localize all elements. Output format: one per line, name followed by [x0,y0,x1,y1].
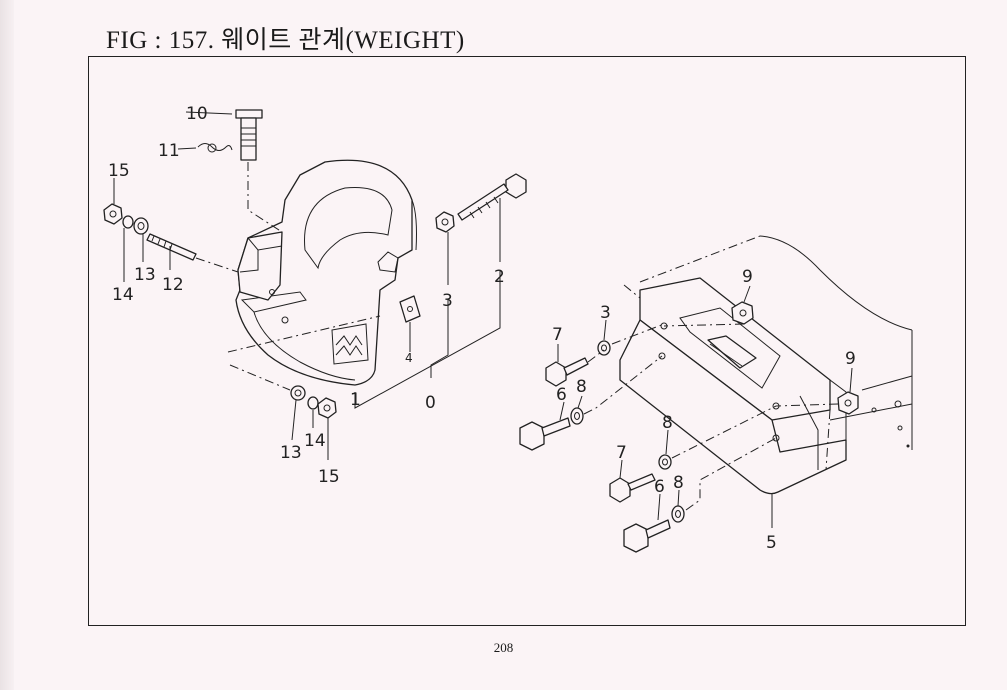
nut-part-15-lower [317,397,337,419]
callout-7-upper: 7 [552,325,563,345]
page-binding-edge [0,0,14,690]
page-number: 208 [493,640,514,655]
bolt-part-10 [235,109,283,233]
washer-part-3-upper [435,211,455,233]
axis-line-nut-9-upper [663,323,745,327]
callout-12: 12 [162,275,184,295]
bolt-part-7-lower [609,473,656,503]
callout-6-upper: 6 [556,385,567,405]
callout-8-upper: 8 [576,377,587,397]
washer-part-14-left [122,215,134,229]
washer-part-8-middle [658,454,672,470]
axis-line-lower-studs [229,364,291,391]
callout-15-lower: 15 [318,467,340,487]
leader-part-6-upper [559,401,565,421]
callout-9-lower: 9 [845,349,856,369]
callout-3-upper: 3 [442,291,453,311]
washer-part-11 [197,143,233,153]
axis-line-nut-9-lower [775,403,839,407]
plate-part-4 [399,295,421,323]
callout-7-lower: 7 [616,443,627,463]
machine-bed-outline [639,235,913,450]
stud-bolt-part-12 [146,233,239,273]
callout-1: 1 [350,390,361,410]
leader-part-11 [177,147,197,150]
leader-part-7-lower [619,459,623,479]
leader-part-0 [430,300,449,378]
axis-line-bolt-7-upper [587,323,665,363]
axis-line-bolt-6-upper [583,355,663,415]
callout-6-lower: 6 [654,477,665,497]
washer-part-13-left [133,217,149,235]
leader-part-3-right [603,319,607,341]
leader-part-9-upper [743,285,751,303]
callout-0: 0 [425,393,436,413]
callout-3-right: 3 [600,303,611,323]
axis-line-bolt-7-lower [671,405,777,459]
callout-11: 11 [158,141,180,161]
leader-part-13-lower [291,399,297,441]
leader-part-6-lower [657,493,661,521]
callout-10: 10 [186,104,208,124]
washer-part-13-lower [290,385,306,401]
callout-8-lower: 8 [673,473,684,493]
washer-part-3-right [597,340,611,356]
callout-5: 5 [766,533,777,553]
bolt-part-6-upper [519,417,571,451]
washer-part-8-lower [671,505,685,523]
washer-part-8-upper [570,407,584,425]
callout-14-left: 14 [112,285,134,305]
callout-13-lower: 13 [280,443,302,463]
weight-bracket-part-5 [619,277,847,495]
bolt-part-7-upper [545,357,589,387]
diagram-frame [88,56,966,626]
figure-title: FIG : 157. 웨이트 관계(WEIGHT) [106,27,465,54]
leader-bracket-assembly-0 [354,270,501,409]
leader-part-9-lower [849,367,853,393]
nut-part-15-left [103,203,123,225]
leader-part-8-upper [577,395,583,409]
nut-part-9-upper [731,301,754,325]
washer-part-14-lower [307,396,319,410]
bolt-part-2 [457,173,527,221]
callout-9-upper: 9 [742,267,753,287]
callout-14-lower: 14 [304,431,326,451]
leader-part-8-middle [665,429,669,455]
nut-part-9-lower [837,391,859,415]
leader-part-10 [185,111,233,115]
weight-casting [235,159,417,386]
callout-13-left: 13 [134,265,156,285]
callout-15-left: 15 [108,161,130,181]
leader-part-8-lower [677,489,680,507]
axis-line-bolt-6-lower [685,437,777,511]
callout-8-middle: 8 [662,413,673,433]
bolt-part-6-lower [623,519,671,553]
dot-mark [906,444,910,448]
callout-4: 4 [405,351,413,365]
hidden-line-casting [227,315,381,353]
callout-2: 2 [494,267,505,287]
